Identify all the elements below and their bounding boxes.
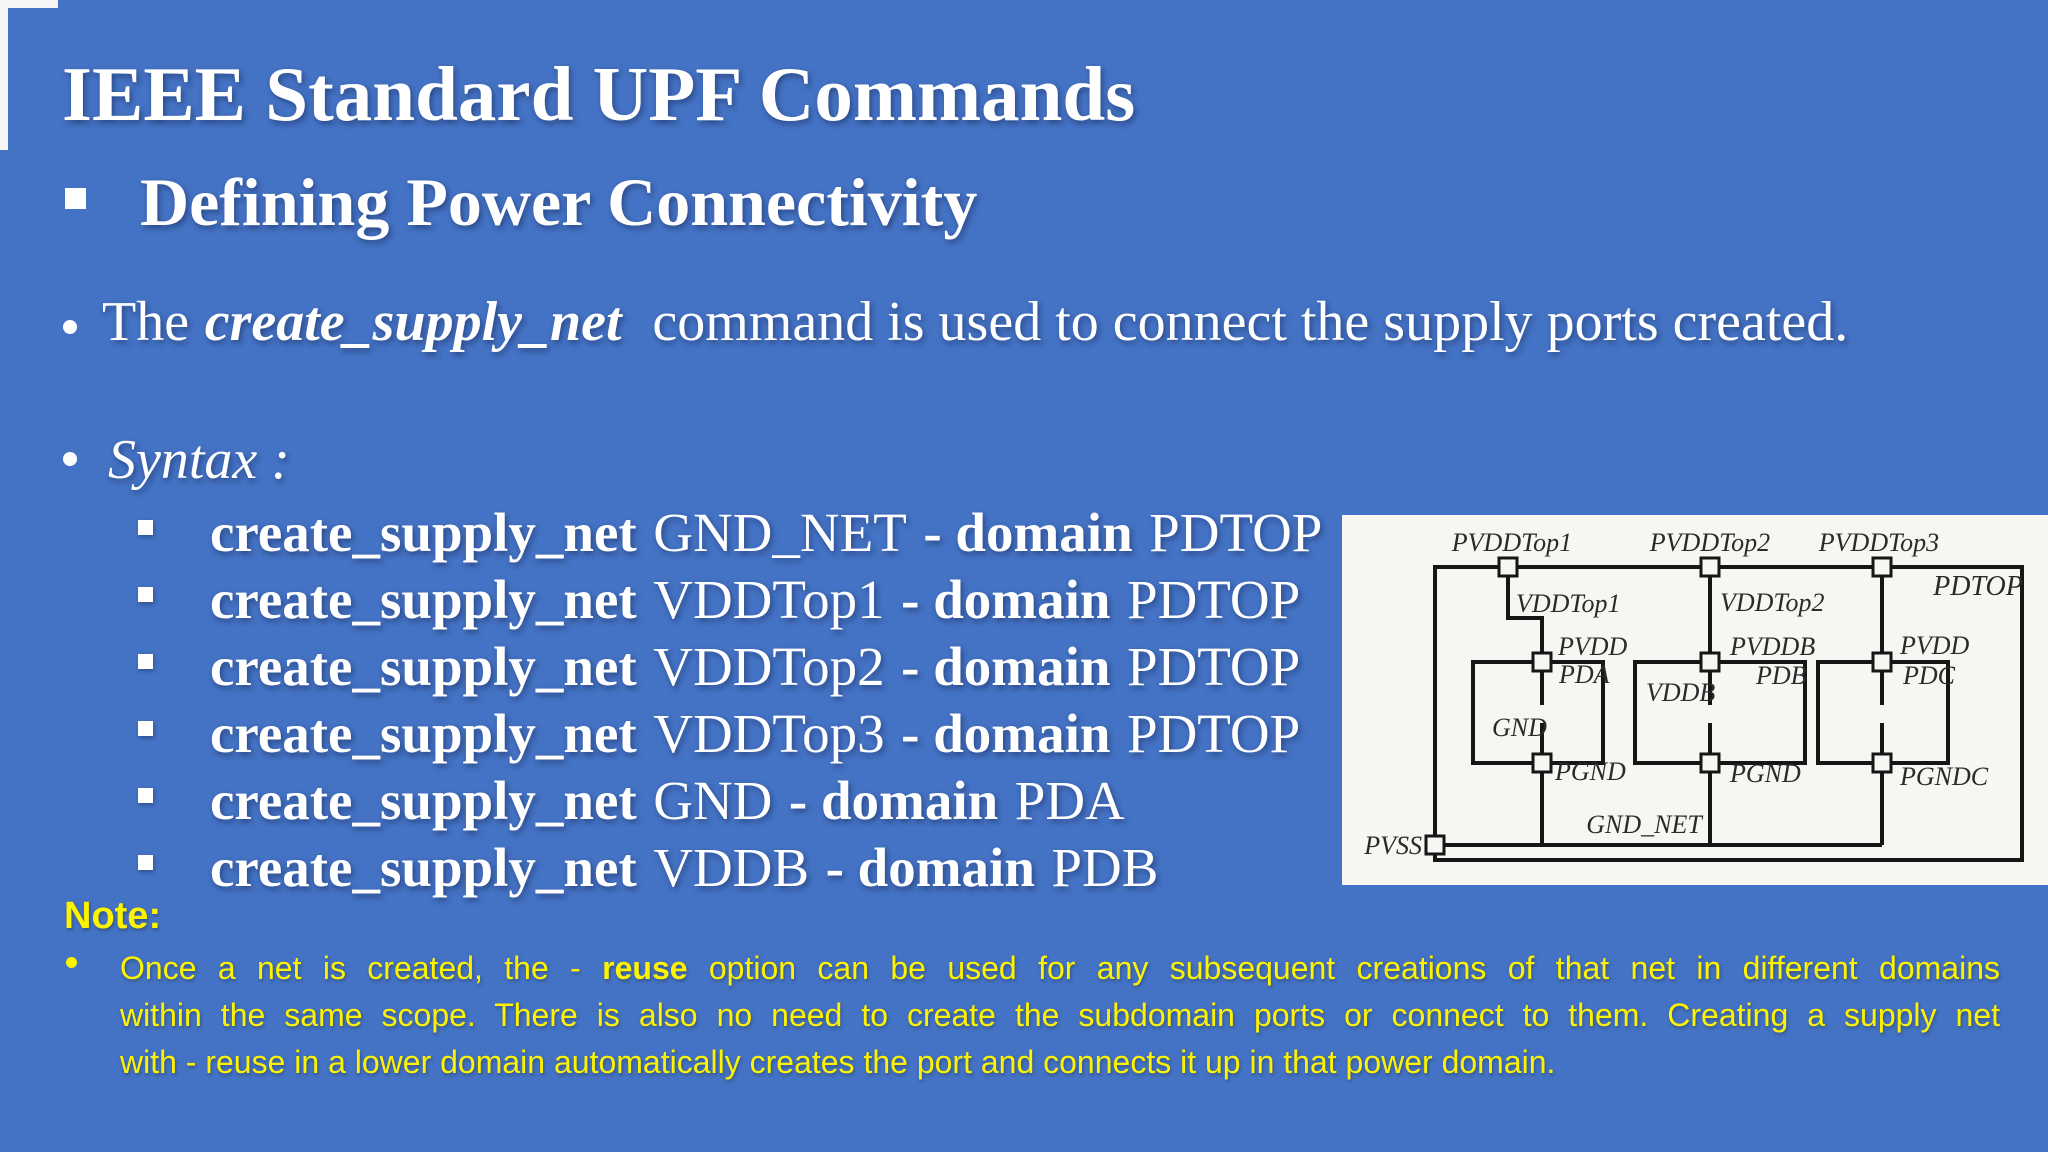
port-label: PVDDB [1729,632,1815,661]
port-label: PVDDTop1 [1451,528,1572,557]
square-bullet-icon [138,721,153,736]
syntax-net: GND [653,770,773,831]
domain-label: PDB [1755,661,1807,690]
syntax-net: VDDTop1 [653,569,885,630]
port-label: PVDDTop3 [1818,528,1939,557]
net-label: VDDTop2 [1720,588,1825,617]
syntax-command: create_supply_net [210,569,637,630]
syntax-item: create_supply_net VDDTop2 - domain PDTOP [0,635,1400,699]
section-heading: Defining Power Connectivity [140,164,978,240]
syntax-item: create_supply_net VDDB- domain PDB [0,836,1400,900]
square-bullet-icon [65,188,86,209]
note-paragraph: Once a net is created, the - reuse optio… [120,945,2000,1086]
net-label: VDDTop1 [1516,589,1621,618]
power-domain-diagram: PVDDTop1 PVDDTop2 PVDDTop3 PDTOP VDDTop1… [1342,515,2048,885]
port-label: PVSS [1363,831,1422,860]
supply-port-icon [1531,752,1553,774]
syntax-item: create_supply_net GND_NET - domain PDTOP [0,501,1400,565]
domain-label: PDTOP [1932,571,2023,602]
syntax-flag: - domain [788,770,999,831]
syntax-net: VDDB [653,837,810,898]
syntax-net: GND_NET [653,502,907,563]
square-bullet-icon [138,587,153,602]
syntax-command: create_supply_net [210,636,637,697]
domain-label: PDC [1902,661,1956,690]
syntax-flag: - domain [901,703,1111,764]
bullet-text-pre: The [102,291,190,353]
port-label: PGND [1729,759,1801,788]
supply-port-icon [1871,651,1893,673]
syntax-flag: - domain [923,502,1133,563]
supply-port-icon [1497,556,1519,578]
syntax-command: create_supply_net [210,703,637,764]
net-label: GND [1492,713,1547,742]
syntax-label: Syntax : [108,429,290,491]
port-label: PVDDTop2 [1649,528,1770,557]
port-label: PGND [1554,757,1626,786]
syntax-domain: PDTOP [1127,569,1301,630]
bullet-dot-icon [63,452,77,466]
vddtop1-wire [1506,577,1544,653]
syntax-domain: PDTOP [1127,703,1301,764]
port-label: PVDD [1557,632,1628,661]
domain-label: PDA [1558,660,1610,689]
note-line: Once a net is created, the - reuse optio… [120,945,2000,992]
net-label: GND_NET [1586,810,1703,839]
note-reuse-keyword: reuse [602,950,688,986]
syntax-flag: - domain [825,837,1035,898]
power-domain-diagram-svg: PVDDTop1 PVDDTop2 PVDDTop3 PDTOP VDDTop1… [1363,528,2024,862]
square-bullet-icon [138,855,153,870]
syntax-command: create_supply_net [210,502,637,563]
supply-port-icon [1531,651,1553,673]
command-name: create_supply_net [204,291,622,353]
syntax-item: create_supply_net VDDTop1 - domain PDTOP [0,568,1400,632]
bullet-text-post: command is used to connect the supply po… [652,291,1849,353]
syntax-domain: PDB [1051,837,1159,898]
syntax-net: VDDTop2 [653,636,885,697]
syntax-flag: - domain [901,569,1111,630]
note-text: Once a net is created, the - [120,950,603,986]
syntax-domain: PDTOP [1127,636,1301,697]
page-title: IEEE Standard UPF Commands [62,51,1136,137]
square-bullet-icon [138,788,153,803]
note-text: option can be used for any subsequent cr… [687,950,2001,986]
syntax-flag: - domain [901,636,1111,697]
syntax-item: create_supply_net VDDTop3 - domain PDTOP [0,702,1400,766]
syntax-command: create_supply_net [210,837,637,898]
supply-port-icon [1699,556,1721,578]
note-heading: Note: [64,895,162,937]
square-bullet-icon [138,654,153,669]
port-label: PVDD [1899,631,1970,660]
supply-port-icon [1871,556,1893,578]
note-line: with - reuse in a lower domain automatic… [120,1044,1556,1080]
syntax-command: create_supply_net [210,770,637,831]
syntax-net: VDDTop3 [653,703,885,764]
supply-port-icon [1699,651,1721,673]
syntax-domain: PDA [1014,770,1125,831]
note-line: within the same scope. There is also no … [120,997,2000,1033]
square-bullet-icon [138,520,153,535]
pdtop-boundary [1433,565,2024,862]
port-label: PGNDC [1899,762,1989,791]
supply-port-icon [1699,752,1721,774]
syntax-domain: PDTOP [1149,502,1323,563]
supply-port-icon [1424,834,1446,856]
supply-port-icon [1871,752,1893,774]
slide-edge-artifact [0,0,8,150]
slide-edge-artifact [0,0,58,8]
net-label: VDDB [1646,678,1715,707]
bullet-dot-icon [63,320,77,334]
bullet-dot-icon [66,957,77,968]
